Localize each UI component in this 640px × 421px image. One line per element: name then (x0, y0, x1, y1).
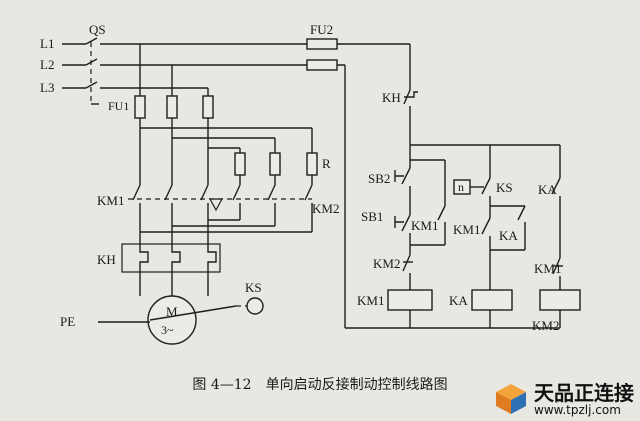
label-km1-interlock: KM1 (534, 261, 561, 276)
motor (98, 295, 248, 345)
label-r: R (322, 156, 331, 171)
motor-label-m: M (166, 304, 178, 319)
watermark-name: 天品正连接 (534, 380, 634, 405)
kh-thermal-relay (121, 243, 221, 296)
supply-lines (62, 37, 410, 105)
motor-label-3phase: 3~ (161, 323, 174, 337)
label-l1: L1 (40, 36, 54, 51)
label-l3: L3 (40, 80, 54, 95)
label-ka-aux-b: KA (538, 182, 557, 197)
watermark-logo-icon (496, 384, 526, 415)
control-circuit (344, 44, 581, 329)
label-qs: QS (89, 22, 106, 37)
ks-sensor-icon (246, 297, 264, 315)
km2-main-contacts (140, 184, 313, 233)
diagram-labels: L1 L2 L3 QS FU1 FU2 R KM1 KM2 KH PE M 3~… (40, 22, 561, 337)
label-l2: L2 (40, 57, 54, 72)
label-kh-ctrl: KH (382, 90, 401, 105)
label-n-box: n (458, 180, 464, 194)
figure-caption: 图 4—12 单向启动反接制动控制线路图 (192, 377, 448, 393)
label-km2-main: KM2 (312, 201, 339, 216)
fu1-fuses (134, 95, 214, 119)
label-fu2: FU2 (310, 22, 333, 37)
watermark: 天品正连接 www.tpzlj.com (494, 382, 634, 417)
label-km1-aux-b: KM1 (453, 222, 480, 237)
label-kh-main: KH (97, 252, 116, 267)
label-km1-aux-a: KM1 (411, 218, 438, 233)
label-ka-coil: KA (449, 293, 468, 308)
label-km1-main: KM1 (97, 193, 124, 208)
label-ka-aux-a: KA (499, 228, 518, 243)
watermark-url: www.tpzlj.com (534, 402, 621, 417)
label-sb2: SB2 (368, 171, 390, 186)
label-ks-sensor: KS (245, 280, 262, 295)
label-km2-coil: KM2 (532, 318, 559, 333)
label-ks-ctrl: KS (496, 180, 513, 195)
label-km2-interlock: KM2 (373, 256, 400, 271)
label-sb1: SB1 (361, 209, 383, 224)
label-pe: PE (60, 314, 75, 329)
main-conductors (139, 118, 313, 185)
km1-main-contacts (132, 184, 209, 246)
label-fu1: FU1 (108, 99, 129, 113)
resistors-r (234, 152, 318, 185)
label-km1-coil: KM1 (357, 293, 384, 308)
fu2-fuses (306, 38, 338, 71)
